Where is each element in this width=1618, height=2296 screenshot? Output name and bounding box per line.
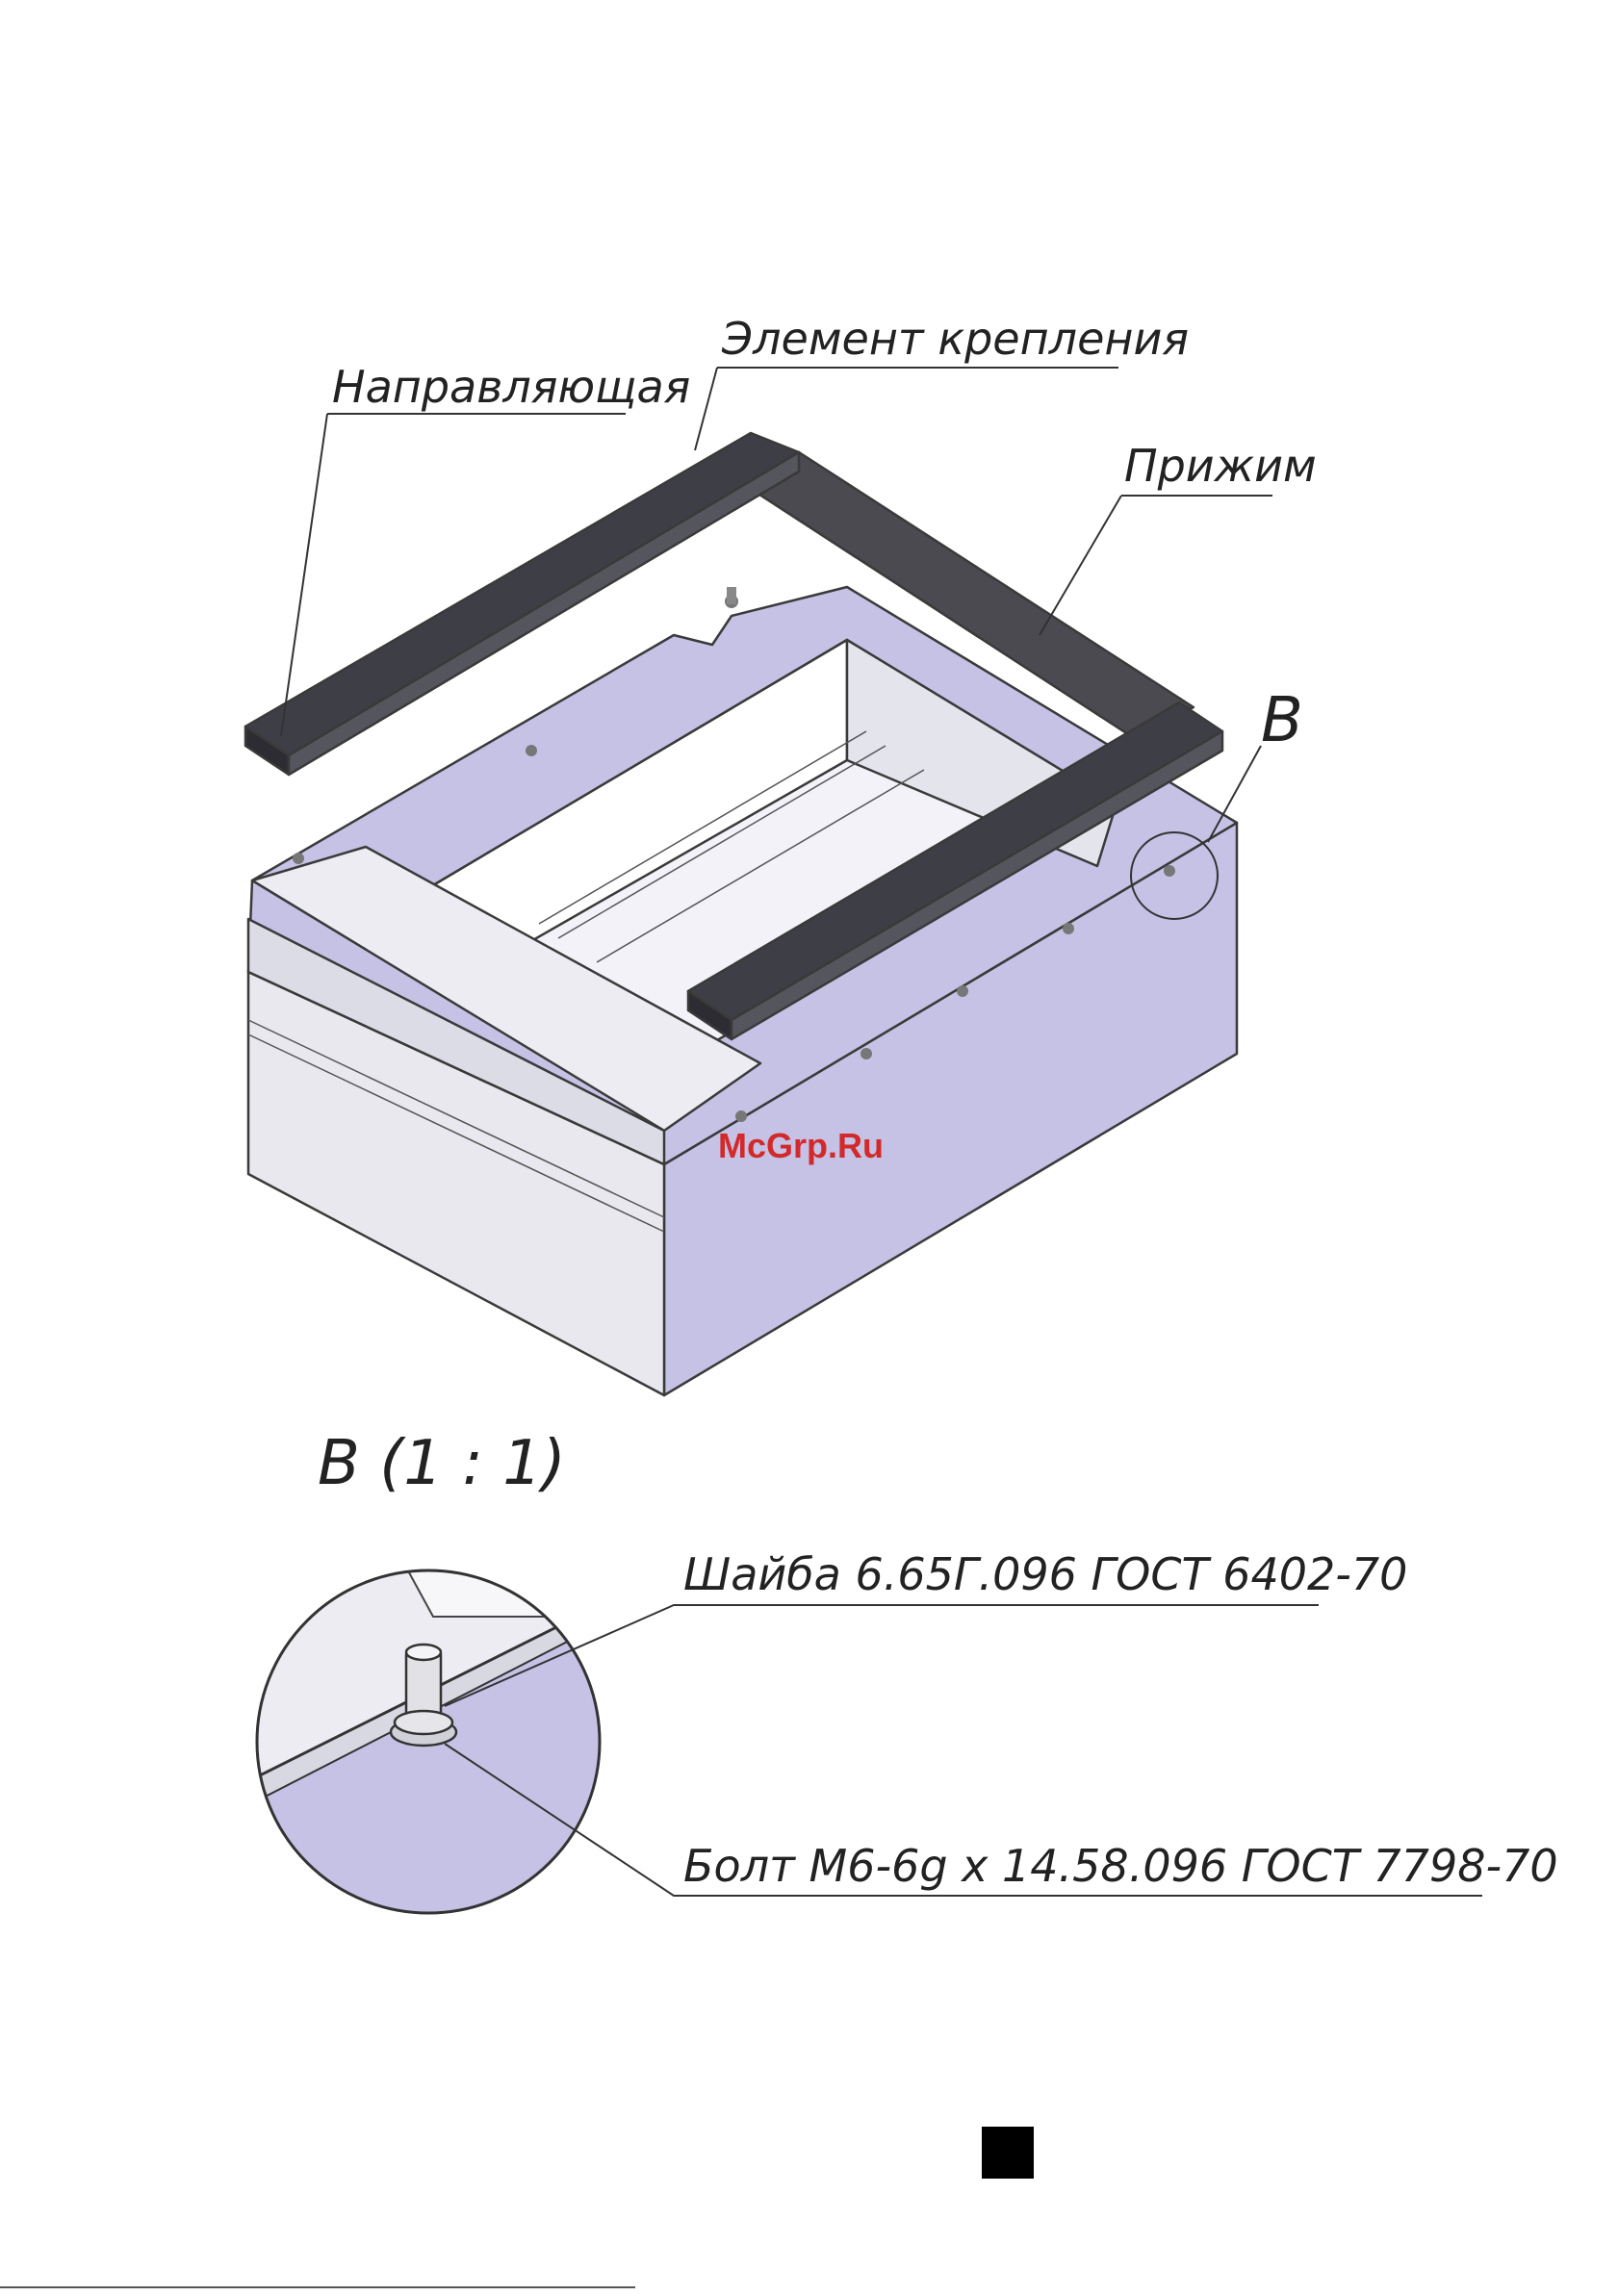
label-guide: Направляющая (332, 361, 690, 413)
watermark: McGrp.Ru (718, 1126, 884, 1165)
bolt-icon (406, 1645, 441, 1718)
washer-icon (391, 1711, 456, 1746)
label-washer: Шайба 6.65Г.096 ГОСТ 6402-70 (683, 1548, 1407, 1600)
label-bolt: Болт М6-6g x 14.58.096 ГОСТ 7798-70 (683, 1840, 1558, 1892)
label-clamp: Прижим (1124, 440, 1317, 492)
detail-view-b (250, 1559, 616, 1925)
box-assembly (245, 433, 1237, 1395)
label-fastener: Элемент крепления (721, 313, 1189, 365)
page-marker (982, 2127, 1034, 2179)
detail-title: В (1 : 1) (318, 1428, 566, 1499)
label-callout-letter: В (1261, 685, 1303, 756)
